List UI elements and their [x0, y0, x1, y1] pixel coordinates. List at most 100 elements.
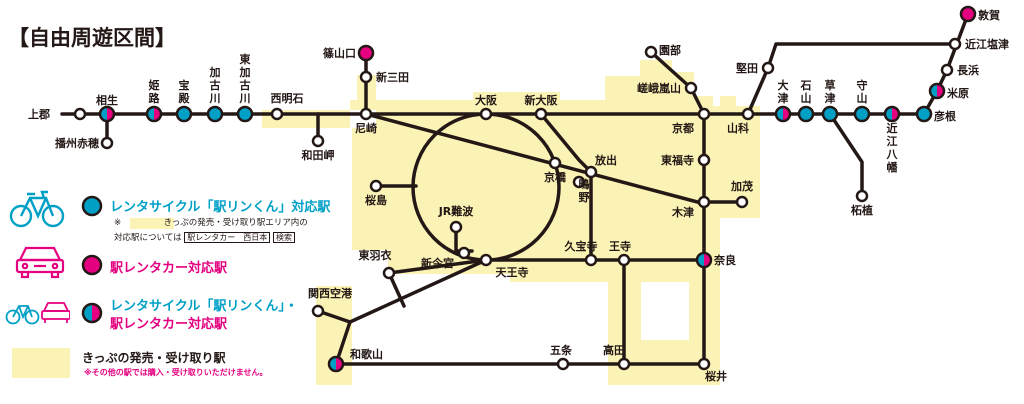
note-box-search: 検索	[272, 232, 295, 243]
station-label: 加古川	[209, 65, 221, 105]
station-kyobashi[interactable]: 京橋	[544, 156, 567, 184]
station-kizu[interactable]: 木津	[671, 195, 711, 219]
station-label: 長浜	[957, 63, 979, 77]
station-label: 相生	[96, 93, 118, 107]
stations: 上郡相生播州赤穂 姫路宝殿 加古川 東加古川西明石和田岬 篠山口新三田尼崎 大阪新大阪京橋…	[28, 5, 1009, 383]
station-hoden[interactable]: 宝殿	[175, 78, 193, 123]
station-sagaarashiyama[interactable]: 嵯峨嵐山	[637, 81, 698, 95]
station-tsuruga[interactable]: 敦賀	[959, 5, 1000, 23]
station-higashi-kakogawa[interactable]: 東加古川	[236, 52, 254, 123]
station-osaka[interactable]: 大阪	[475, 93, 498, 121]
station-moriyama[interactable]: 守山	[853, 78, 871, 123]
station-higashi-fukuchi[interactable]: 東福寺	[661, 153, 711, 167]
station-label: 草津	[825, 78, 836, 105]
bicycle-icon	[9, 190, 65, 228]
station-omi-hachiman[interactable]: 近江八幡	[883, 105, 901, 174]
station-tennoji[interactable]: 天王寺	[479, 253, 529, 279]
station-label: 和歌山	[350, 347, 383, 361]
station-label: 王寺	[609, 239, 631, 253]
station-label: 尼崎	[355, 121, 377, 135]
station-tsuge[interactable]: 柘植	[850, 189, 873, 217]
station-label: 奈良	[713, 253, 736, 267]
station-otsu[interactable]: 大津	[774, 78, 792, 123]
station-ishiyama[interactable]: 石山	[797, 79, 815, 123]
station-kamo[interactable]: 加茂	[730, 179, 753, 209]
station-sakurai[interactable]: 桜井	[697, 357, 727, 383]
station-shin-imamiya[interactable]: 新今宮	[421, 246, 471, 270]
station-sasayamaguchi[interactable]: 篠山口	[323, 44, 375, 62]
area-legend-note: ※その他の駅では購入・受け取りいただけません。	[84, 368, 268, 377]
railway-line	[828, 112, 864, 198]
station-label: 米原	[946, 86, 969, 100]
station-label: 宝殿	[178, 78, 191, 105]
station-label: 園部	[659, 43, 681, 57]
station-oji[interactable]: 王寺	[609, 239, 631, 267]
railway-line	[364, 112, 707, 206]
station-shigino[interactable]: 鴫野	[572, 175, 590, 204]
station-label: 敦賀	[978, 8, 1000, 22]
station-hanaten[interactable]: 放出	[584, 153, 617, 179]
station-kyoto[interactable]: 京都	[672, 107, 711, 135]
station-jr-namba[interactable]: JR難波	[438, 204, 475, 234]
station-label: 山科	[727, 121, 749, 135]
station-amagasaki[interactable]: 尼崎	[355, 107, 377, 135]
station-label: 関西空港	[308, 286, 353, 300]
station-label: 彦根	[934, 109, 957, 123]
railway-line	[348, 258, 488, 324]
station-aioi[interactable]: 相生	[96, 93, 118, 123]
station-label: 篠山口	[323, 46, 356, 60]
station-nishi-akashi[interactable]: 西明石	[271, 92, 304, 121]
station-label: 大津	[778, 78, 789, 105]
car-legend-marker	[81, 254, 103, 276]
station-omi-shiotsu[interactable]: 近江塩津	[948, 37, 1009, 51]
station-label: 近江八幡	[886, 121, 899, 174]
station-takada[interactable]: 高田	[603, 343, 631, 371]
station-label: 久宝寺	[565, 239, 598, 253]
station-himeji[interactable]: 姫路	[145, 78, 163, 123]
station-wadamisaki[interactable]: 和田岬	[302, 134, 335, 162]
station-label: 和田岬	[302, 148, 335, 162]
station-katata[interactable]: 堅田	[736, 61, 775, 75]
station-kansai-airport[interactable]: 関西空港	[308, 286, 353, 318]
station-higashi-hagoromo[interactable]: 東羽衣	[359, 248, 396, 280]
station-shin-osaka[interactable]: 新大阪	[525, 93, 559, 121]
station-kuboji[interactable]: 久宝寺	[565, 239, 598, 267]
station-label: 堅田	[736, 62, 758, 75]
station-label: 木津	[671, 205, 694, 219]
station-label: 播州赤穂	[55, 136, 99, 150]
station-label: 新三田	[376, 70, 409, 84]
station-label: 京橋	[544, 170, 567, 184]
station-nagahama[interactable]: 長浜	[940, 63, 979, 77]
station-yamashina[interactable]: 山科	[727, 107, 755, 135]
note-prefix: 対応駅については	[114, 233, 182, 243]
station-wakayama[interactable]: 和歌山	[327, 347, 383, 373]
station-gojo[interactable]: 五条	[550, 343, 573, 371]
station-kamigori[interactable]: 上郡	[28, 107, 87, 121]
station-sonobe[interactable]: 園部	[644, 43, 681, 59]
station-label: 鴫野	[579, 177, 590, 204]
station-label: 東加古川	[239, 52, 252, 105]
station-sakurajima[interactable]: 桜島	[365, 179, 387, 207]
station-shin-sanda[interactable]: 新三田	[359, 70, 409, 84]
note-box-rentacar: 駅レンタカー 西日本	[184, 232, 271, 243]
station-label: 守山	[857, 78, 868, 105]
station-label: 放出	[594, 153, 617, 167]
area-swatch	[12, 348, 70, 378]
railway-line	[316, 309, 352, 366]
page-title: 【自由周遊区間】	[8, 26, 176, 50]
both-legend-label-2: 駅レンタカー対応駅	[110, 317, 228, 332]
station-nara[interactable]: 奈良	[695, 251, 736, 269]
station-banshu-ako[interactable]: 播州赤穂	[55, 136, 114, 150]
station-label: JR難波	[438, 204, 475, 218]
station-kusatsu[interactable]: 草津	[821, 78, 839, 123]
station-hikone[interactable]: 彦根	[915, 105, 957, 123]
ticket-area	[262, 60, 760, 385]
area-swatch-small	[130, 218, 174, 229]
station-label: 新今宮	[421, 256, 454, 270]
station-maibara[interactable]: 米原	[928, 82, 969, 100]
both-legend-marker	[81, 302, 103, 324]
station-label: 姫路	[149, 78, 161, 105]
station-label: 西明石	[271, 92, 304, 105]
station-label: 天王寺	[496, 265, 529, 279]
station-kakogawa[interactable]: 加古川	[206, 65, 224, 123]
